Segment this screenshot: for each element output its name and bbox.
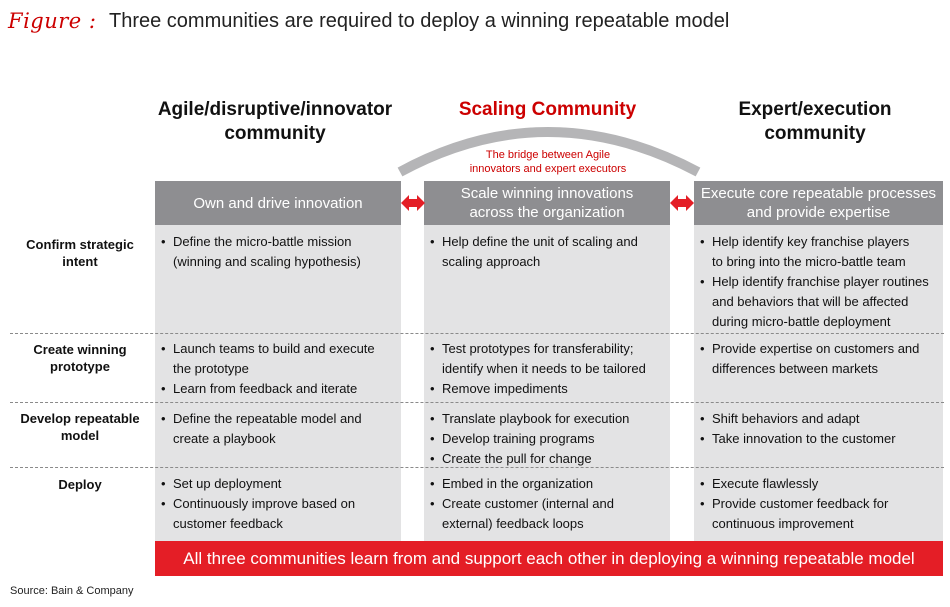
cell-agile-confirm: Define the micro-battle mission(winning …	[159, 232, 399, 272]
row-label-create-winning-prototype: Create winning prototype	[10, 341, 150, 375]
column-heading-expert-line2: community	[764, 123, 866, 144]
column-heading-agile-line2: community	[224, 123, 326, 144]
list-item: Shift behaviors and adapt	[698, 409, 942, 429]
column-heading-scaling: Scaling Community	[458, 99, 637, 120]
list-item: Test prototypes for transferability;iden…	[428, 339, 668, 379]
row-label-confirm-strategic-intent: Confirm strategic intent	[10, 236, 150, 270]
column-header-expert-line2: and provide expertise	[746, 204, 891, 221]
list-item: Execute flawlessly	[698, 474, 942, 494]
row-label-line1: Deploy	[58, 477, 102, 492]
list-item: Provide customer feedback forcontinuous …	[698, 494, 942, 534]
summary-banner: All three communities learn from and sup…	[155, 541, 943, 576]
row-label-develop-repeatable-model: Develop repeatable model	[10, 410, 150, 444]
row-label-line1: Create winning	[33, 342, 127, 357]
list-item: Help identify franchise player routinesa…	[698, 272, 942, 332]
column-heading-expert-line1: Expert/execution	[738, 99, 892, 120]
row-divider	[10, 402, 944, 403]
bridge-caption-line2: innovators and expert executors	[469, 163, 627, 175]
column-header-scaling-line1: Scale winning innovations	[460, 185, 634, 202]
figure-title: Three communities are required to deploy…	[109, 10, 730, 32]
figure-label: Figure :	[8, 9, 97, 33]
source-note: Source: Bain & Company	[10, 585, 134, 597]
bridge-caption-line1: The bridge between Agile	[485, 149, 611, 161]
column-heading-agile-line1: Agile/disruptive/innovator	[157, 99, 393, 120]
row-label-line2: model	[60, 428, 100, 443]
column-header-scaling: Scale winning innovations across the org…	[424, 181, 670, 225]
column-header-scaling-line2: across the organization	[469, 204, 625, 221]
row-divider	[10, 333, 944, 334]
list-item: Set up deployment	[159, 474, 399, 494]
column-header-expert-line1: Execute core repeatable processes	[700, 185, 937, 202]
cell-scaling-develop: Translate playbook for execution Develop…	[428, 409, 668, 469]
cell-scaling-deploy: Embed in the organization Create custome…	[428, 474, 668, 534]
double-arrow-icon	[401, 195, 425, 211]
row-label-line2: intent	[62, 254, 98, 269]
list-item: Remove impediments	[428, 379, 668, 399]
cell-expert-deploy: Execute flawlessly Provide customer feed…	[698, 474, 942, 534]
list-item: Develop training programs	[428, 429, 668, 449]
column-header-agile-line1: Own and drive innovation	[193, 194, 363, 212]
column-heading-agile: Agile/disruptive/innovator community	[150, 98, 400, 146]
list-item: Take innovation to the customer	[698, 429, 942, 449]
cell-scaling-prototype: Test prototypes for transferability;iden…	[428, 339, 668, 399]
list-item: Translate playbook for execution	[428, 409, 668, 429]
cell-expert-prototype: Provide expertise on customers anddiffer…	[698, 339, 942, 379]
row-label-line1: Confirm strategic	[26, 237, 134, 252]
column-heading-expert: Expert/execution community	[690, 98, 940, 146]
list-item: Embed in the organization	[428, 474, 668, 494]
list-item: Create the pull for change	[428, 449, 668, 469]
bridge-caption: The bridge between Agile innovators and …	[448, 148, 648, 176]
list-item: Learn from feedback and iterate	[159, 379, 399, 399]
row-label-line1: Develop repeatable	[20, 411, 140, 426]
cell-expert-develop: Shift behaviors and adapt Take innovatio…	[698, 409, 942, 449]
row-label-line2: prototype	[50, 359, 110, 374]
column-header-agile: Own and drive innovation	[155, 181, 401, 225]
list-item: Define the micro-battle mission(winning …	[159, 232, 399, 272]
cell-scaling-confirm: Help define the unit of scaling andscali…	[428, 232, 668, 272]
cell-agile-deploy: Set up deployment Continuously improve b…	[159, 474, 399, 534]
double-arrow-icon	[670, 195, 694, 211]
list-item: Provide expertise on customers anddiffer…	[698, 339, 942, 379]
row-label-deploy: Deploy	[10, 476, 150, 493]
list-item: Help define the unit of scaling andscali…	[428, 232, 668, 272]
column-header-expert: Execute core repeatable processes and pr…	[694, 181, 943, 225]
